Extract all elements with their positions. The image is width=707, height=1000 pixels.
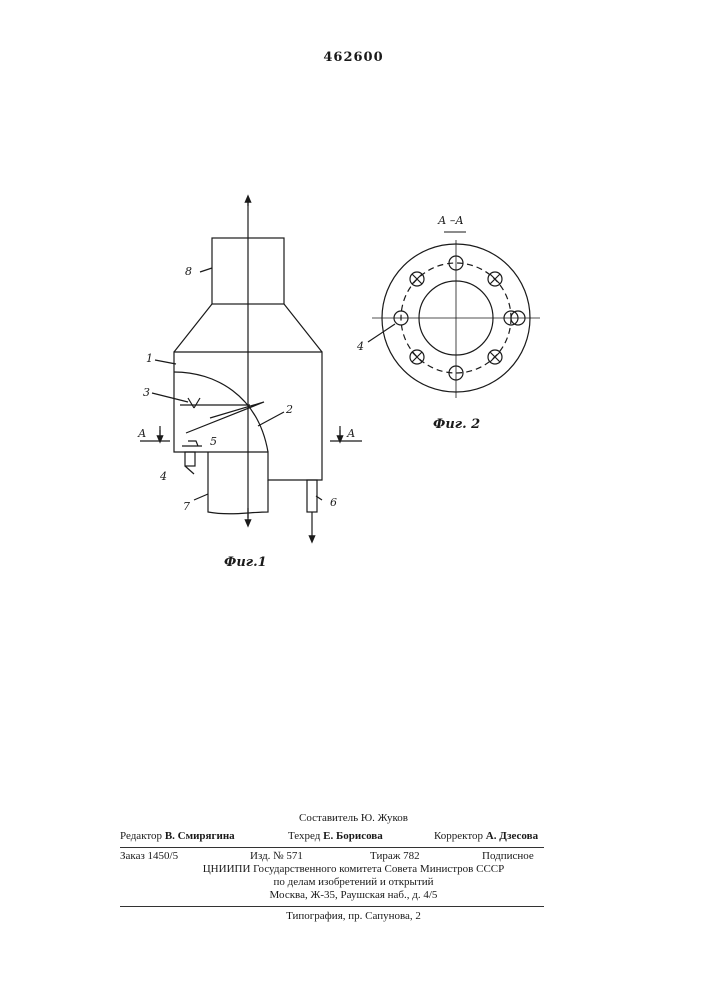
outlet-6 [307,480,317,512]
figure-1-caption: Фиг.1 [224,555,267,570]
label-7: 7 [183,500,190,513]
leader-4 [368,324,395,342]
edition-number: Изд. № 571 [250,850,303,862]
corrector-name: А. Дзесова [486,830,538,842]
section-letter-left: А [137,427,146,440]
label-8: 8 [185,265,192,278]
baffle-2 [186,402,264,433]
print-run: Тираж 782 [370,850,420,862]
nozzle-5 [182,441,202,446]
editor-name: В. Смирягина [165,830,235,842]
editor: Редактор В. Смирягина [120,830,235,842]
divider-bottom [120,906,544,907]
section-title: А –А [437,214,464,227]
composer: Составитель Ю. Жуков [299,812,408,824]
figure-2-label-4: 4 [356,340,364,353]
nozzle-4 [185,452,195,466]
lower-outlet-7 [208,452,268,514]
section-letter-right: А [346,427,355,440]
editor-label: Редактор [120,830,162,842]
mark-3 [188,398,200,408]
printing-house: Типография, пр. Сапунова, 2 [0,910,707,922]
org-line-1: ЦНИИПИ Государственного комитета Совета … [0,863,707,875]
subscription: Подписное [482,850,534,862]
figure-2 [368,240,540,398]
techred-label: Техред [288,830,320,842]
curved-guide [174,372,268,452]
label-2: 2 [285,403,293,416]
corrector-label: Корректор [434,830,483,842]
figure-1 [140,198,362,540]
label-5: 5 [210,435,217,448]
corrector: Корректор А. Дзесова [434,830,538,842]
org-line-3: Москва, Ж-35, Раушская наб., д. 4/5 [0,889,707,901]
center-lines [372,240,540,398]
label-4: 4 [159,470,167,483]
order-number: Заказ 1450/5 [120,850,178,862]
techred: Техред Е. Борисова [288,830,383,842]
section-mark-right [330,426,362,441]
label-6: 6 [330,496,337,509]
figure-2-caption: Фиг. 2 [433,417,480,432]
techred-name: Е. Борисова [323,830,383,842]
label-1: 1 [146,352,153,365]
divider-top [120,847,544,848]
label-3: 3 [143,386,150,399]
composer-line: Составитель Ю. Жуков [0,812,707,824]
org-line-2: по делам изобретений и открытий [0,876,707,888]
